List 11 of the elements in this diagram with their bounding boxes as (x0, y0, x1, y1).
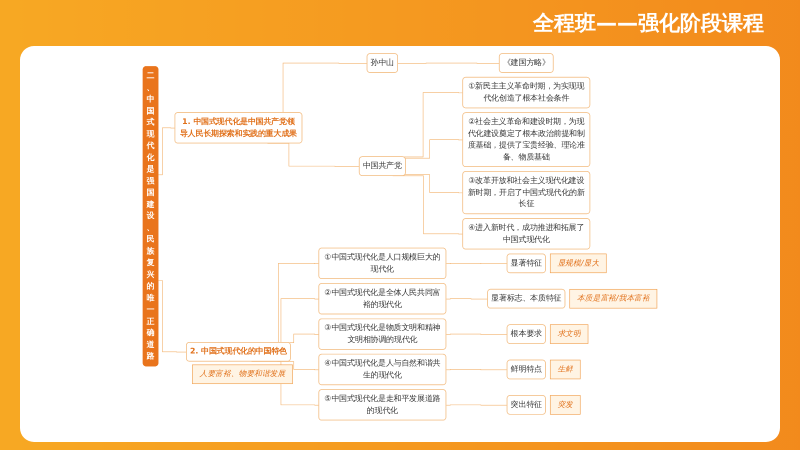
connector (404, 139, 464, 158)
connector (446, 404, 508, 406)
page-title: 全程班——强化阶段课程 (533, 10, 764, 37)
connector (158, 280, 187, 352)
connector (404, 174, 464, 194)
connector (398, 62, 500, 64)
connector (446, 334, 508, 335)
connector (158, 128, 176, 176)
connector (446, 298, 488, 300)
connector (446, 263, 508, 264)
connector (446, 369, 508, 370)
